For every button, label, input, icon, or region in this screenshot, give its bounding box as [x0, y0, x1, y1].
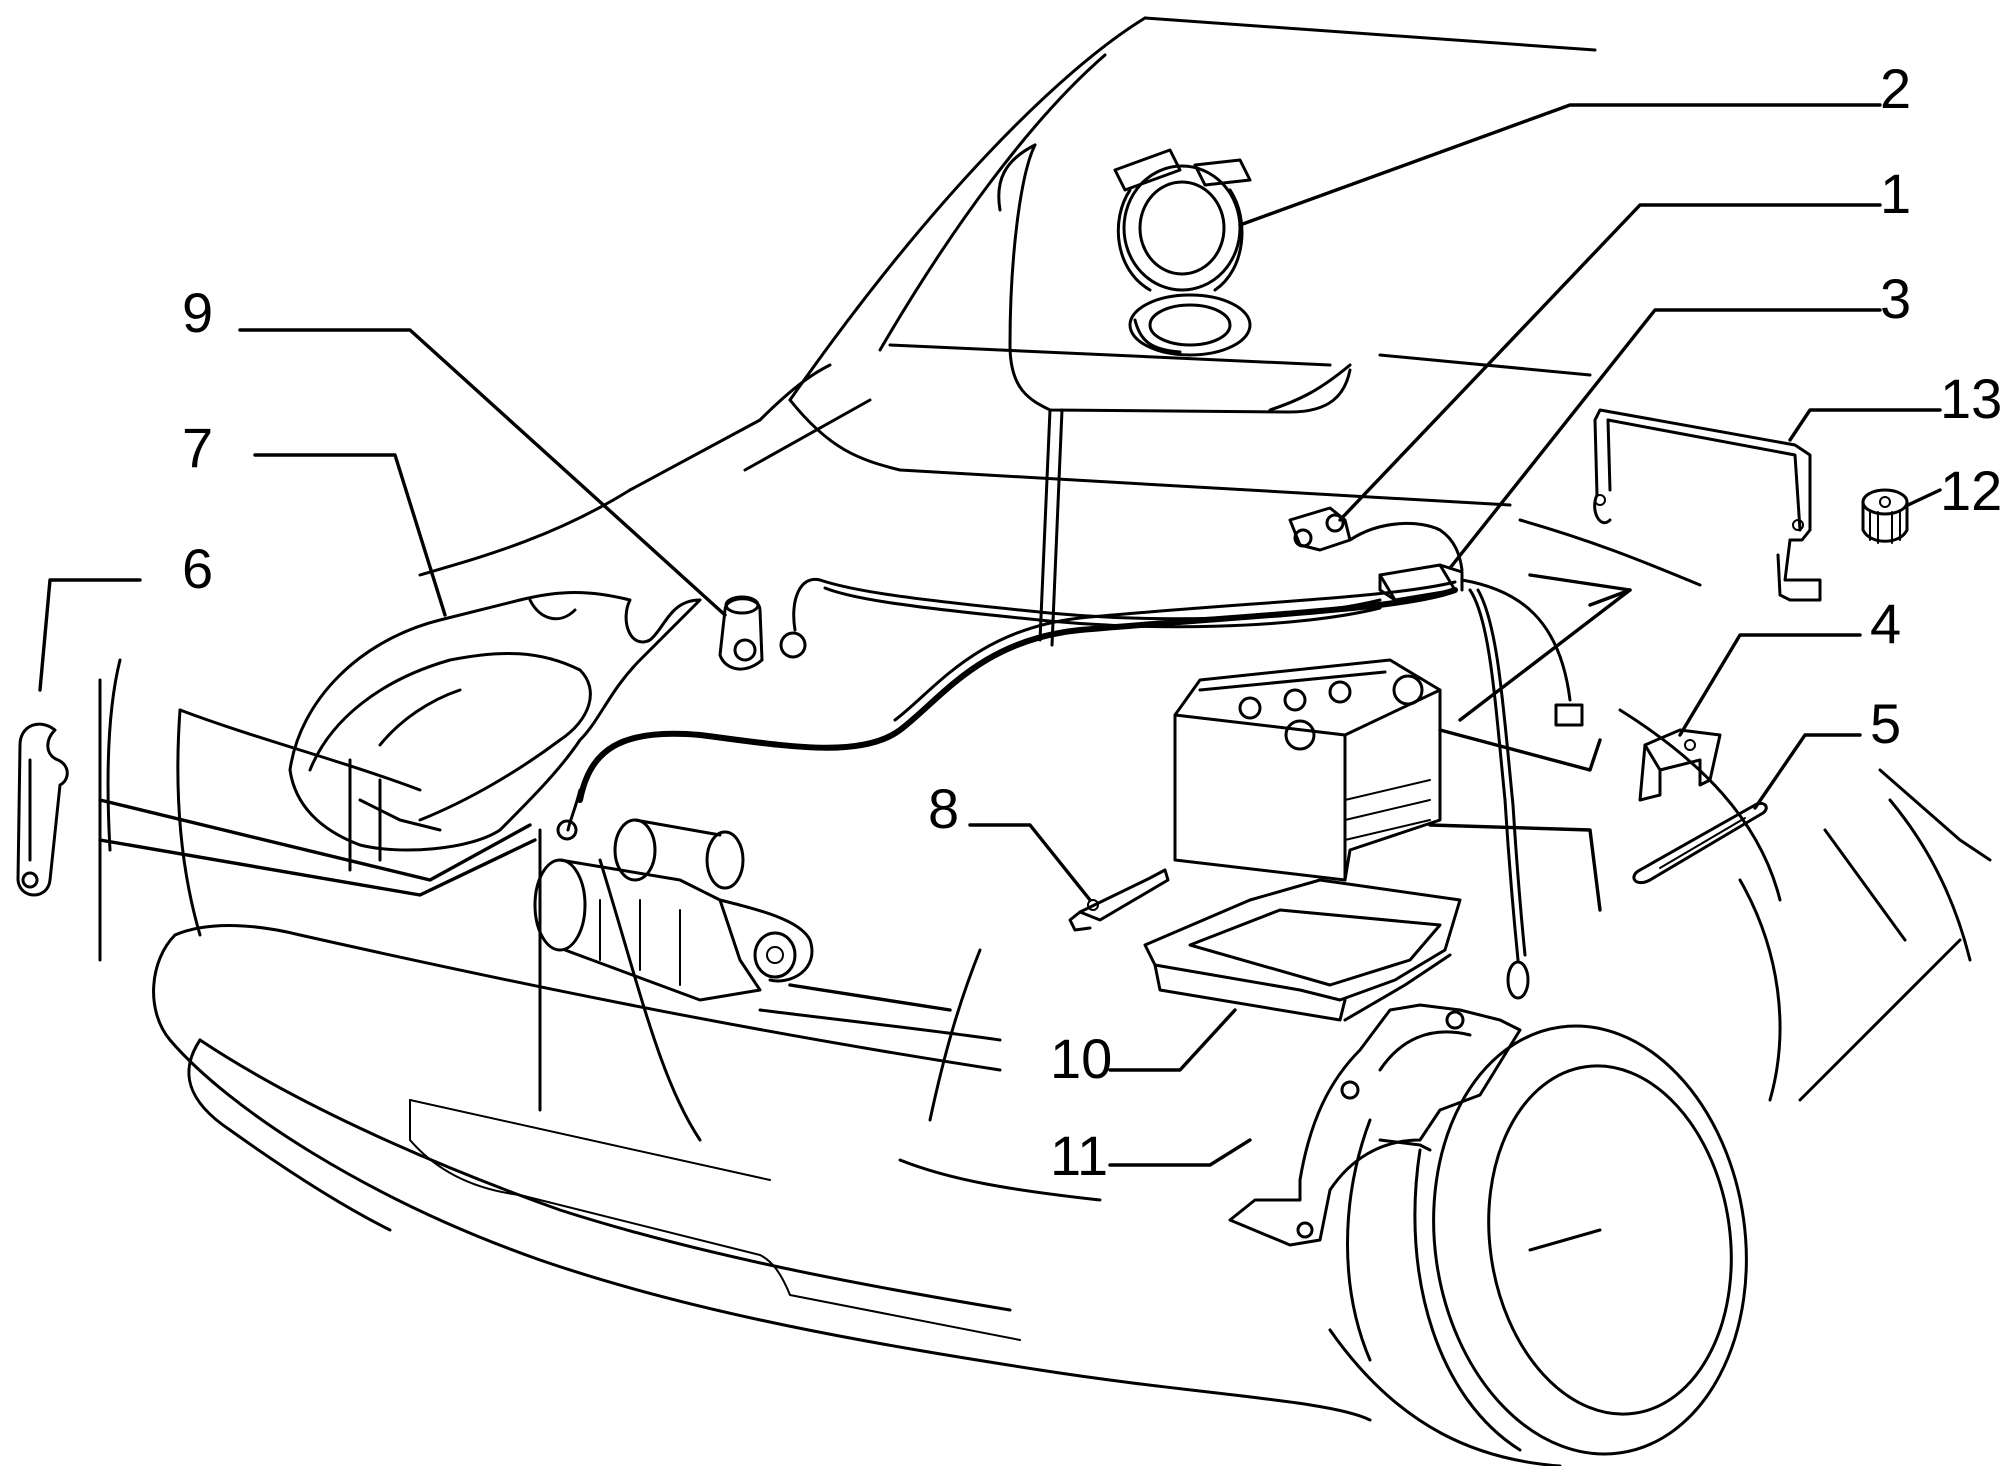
- leader-2: [1238, 103, 1882, 227]
- leader-4: [1678, 633, 1862, 737]
- callout-6: 6: [182, 537, 213, 600]
- callout-4: 4: [1870, 592, 1901, 655]
- front-wheel: [1328, 1024, 1748, 1466]
- callout-9: 9: [182, 281, 213, 344]
- leader-10: [1108, 1008, 1237, 1072]
- leader-battery-tray: [1438, 728, 1602, 772]
- leader-battery: [1428, 823, 1602, 912]
- part-8-retaining-clamp: [1068, 868, 1170, 932]
- battery: [1173, 658, 1442, 882]
- callout-8: 8: [928, 777, 959, 840]
- starter-motor: [533, 818, 814, 1002]
- part-11-support-bracket: [1228, 1003, 1522, 1247]
- part-13-battery-frame: [1593, 408, 1822, 602]
- part-2-cable-clip: [997, 143, 1352, 647]
- part-10-battery-tray: [1143, 878, 1462, 1022]
- callout-2: 2: [1880, 57, 1911, 120]
- callout-10: 10: [1050, 1027, 1112, 1090]
- car-body-outline: [98, 16, 1992, 1422]
- leader-starter: [788, 983, 952, 1012]
- callout-13: 13: [1940, 367, 2002, 430]
- leader-left-bracket-2: [98, 838, 537, 897]
- leader-13: [1788, 408, 1942, 442]
- leader-5: [1753, 733, 1862, 810]
- leader-7: [253, 453, 447, 617]
- callout-5: 5: [1870, 692, 1901, 755]
- leader-6: [38, 578, 142, 692]
- leader-9: [238, 328, 727, 617]
- callout-3: 3: [1880, 267, 1911, 330]
- part-5-hold-down-rod: [1632, 801, 1768, 885]
- callout-12: 12: [1940, 459, 2002, 522]
- part-3-cable-harness: [556, 563, 1584, 1000]
- leader-left-bracket: [98, 798, 532, 882]
- leader-harness-right: [1458, 573, 1632, 722]
- part-9-terminal-clamp: [718, 595, 764, 671]
- leader-12: [1906, 488, 1942, 507]
- leader-1: [1338, 203, 1882, 522]
- callout-11: 11: [1050, 1124, 1108, 1187]
- callout-1: 1: [1880, 162, 1911, 225]
- callout-labels: 2 1 3 13 12 4 5 9 7 6 8 10 11: [182, 57, 2002, 1187]
- leader-11: [1108, 1138, 1252, 1167]
- part-4-hold-down-bracket: [1638, 728, 1722, 802]
- part-1-terminal-clamp: [1288, 506, 1464, 572]
- leader-8: [968, 823, 1092, 902]
- part-12-knurled-nut: [1861, 488, 1909, 544]
- part-6-terminal-wrench: [16, 722, 69, 897]
- leader-lines: [38, 103, 1942, 1167]
- leader-3: [1448, 308, 1882, 570]
- part-7-heat-shield: [288, 591, 702, 852]
- leader-tray-right: [1588, 588, 1632, 607]
- callout-7: 7: [182, 416, 213, 479]
